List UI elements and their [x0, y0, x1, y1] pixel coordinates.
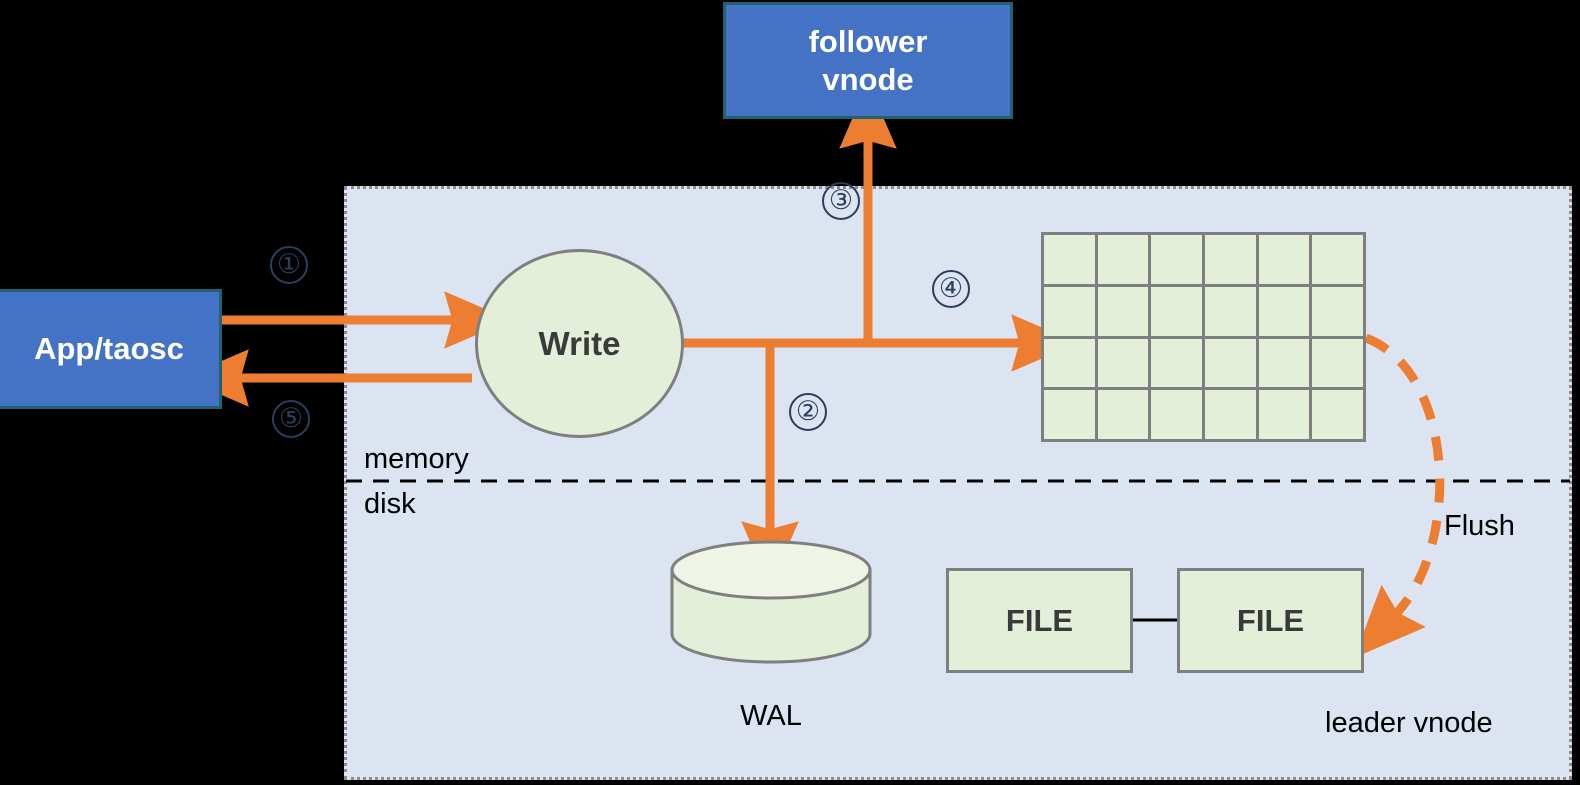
memtable-cell — [1097, 235, 1152, 287]
memtable-cell — [1151, 286, 1205, 339]
file-node-1[interactable]: FILE — [946, 568, 1133, 673]
memtable-cell — [1097, 390, 1152, 442]
memtable-cell — [1258, 286, 1313, 339]
follower-vnode-label-line1: follower — [808, 24, 928, 60]
memtable-grid — [1041, 232, 1366, 442]
memtable-cell — [1258, 338, 1313, 391]
leader-vnode-label: leader vnode — [1325, 707, 1493, 739]
memtable-cell — [1312, 235, 1366, 287]
memtable-cell — [1205, 235, 1259, 287]
memtable-cell — [1044, 390, 1098, 442]
memtable-cell — [1205, 390, 1259, 442]
follower-vnode-node[interactable]: follower vnode — [723, 2, 1013, 119]
write-label: Write — [538, 324, 621, 362]
step-number-1: ① — [270, 246, 308, 284]
step-number-4: ④ — [932, 270, 970, 308]
flush-dashed-arrow — [1353, 333, 1445, 658]
app-taosc-label: App/taosc — [34, 331, 184, 367]
memtable-cell — [1312, 390, 1366, 442]
memtable-cell — [1151, 338, 1205, 391]
memtable-cell — [1044, 286, 1098, 339]
file-node-2[interactable]: FILE — [1177, 568, 1364, 673]
memtable-cell — [1205, 286, 1259, 339]
memtable-cell — [1097, 286, 1152, 339]
step-number-3: ③ — [822, 182, 860, 220]
step-number-5: ⑤ — [272, 400, 310, 438]
follower-vnode-label: follower vnode — [809, 23, 928, 97]
memtable-cell — [1258, 235, 1313, 287]
file-node-1-label: FILE — [1005, 602, 1074, 638]
memtable-cell — [1151, 390, 1205, 442]
memory-label: memory — [364, 443, 469, 475]
memtable-cell — [1097, 338, 1152, 391]
memtable-cell — [1151, 235, 1205, 287]
memtable-cell — [1205, 338, 1259, 391]
memtable-cell — [1312, 286, 1366, 339]
memtable-cell — [1312, 338, 1366, 391]
step-number-2: ② — [789, 393, 827, 431]
write-node[interactable]: Write — [475, 249, 684, 438]
wal-cylinder-shape — [670, 540, 872, 664]
disk-label: disk — [364, 488, 416, 520]
memtable-cell — [1044, 235, 1098, 287]
follower-vnode-label-line2: vnode — [822, 61, 914, 97]
flush-label: Flush — [1444, 510, 1515, 542]
memtable-cell — [1044, 338, 1098, 391]
memtable-cell — [1258, 390, 1313, 442]
file-node-2-label: FILE — [1236, 602, 1305, 638]
wal-label: WAL — [740, 700, 802, 732]
app-taosc-node[interactable]: App/taosc — [0, 289, 222, 409]
